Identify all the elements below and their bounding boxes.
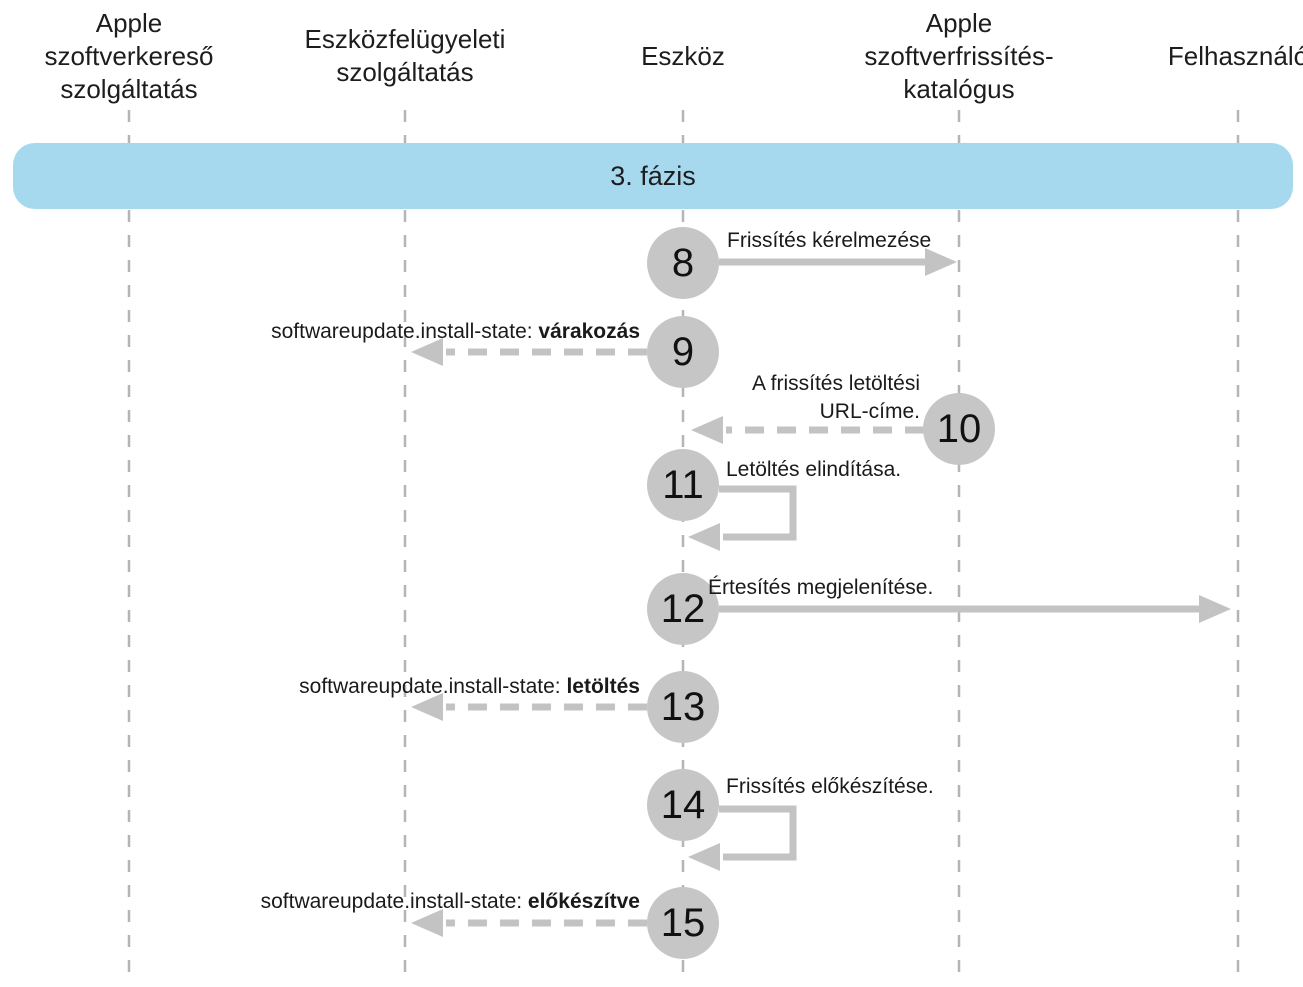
step-circle-8: 8 — [647, 227, 719, 299]
message-label-step9: softwareupdate.install-state: várakozás — [271, 319, 640, 345]
step-circle-11: 11 — [647, 449, 719, 521]
step-circle-12: 12 — [647, 573, 719, 645]
message-label-step9-prefix: softwareupdate.install-state: — [271, 320, 539, 343]
lane-header-user: Felhasználó — [1167, 40, 1303, 71]
arrow-step15-head-left-icon — [411, 909, 443, 937]
selfloop-step14-head-left-icon — [688, 843, 720, 871]
arrow-step10-head-left-icon — [691, 416, 723, 444]
message-label-step15: softwareupdate.install-state: előkészítv… — [261, 889, 640, 915]
selfloop-step11-line — [719, 485, 797, 541]
message-label-step13: softwareupdate.install-state: letöltés — [299, 674, 640, 700]
lane-header-device: Eszköz — [641, 40, 725, 71]
message-label-step11: Letöltés elindítása. — [726, 458, 902, 481]
message-label-step15-prefix: softwareupdate.install-state: — [260, 890, 528, 913]
arrow-step13-head-left-icon — [411, 693, 443, 721]
step-circle-15: 15 — [647, 887, 719, 959]
message-label-step12: Értesítés megjelenítése. — [708, 576, 934, 599]
message-label-step14: Frissítés előkészítése. — [726, 775, 934, 798]
arrow-step12-head-right-icon — [1199, 595, 1231, 623]
lane-header-apple-software-update-catalog: Apple szoftverfrissítés-katalógus — [864, 7, 1054, 104]
lane-header-apple-software-lookup-service: Apple szoftverkereső szolgáltatás — [44, 7, 214, 104]
arrow-step9-head-left-icon — [411, 338, 443, 366]
message-label-step13-state: letöltés — [566, 675, 640, 698]
step-circle-13: 13 — [647, 671, 719, 743]
lane-header-device-management-service: Eszközfelügyeleti szolgáltatás — [304, 24, 506, 87]
message-label-step9-state: várakozás — [538, 320, 640, 343]
selfloop-step11-head-left-icon — [688, 523, 720, 551]
phase-banner-label: 3. fázis — [610, 160, 696, 191]
step-circle-14: 14 — [647, 769, 719, 841]
arrow-step8-head-right-icon — [925, 248, 957, 276]
step-circle-10: 10 — [923, 393, 995, 465]
message-label-step13-prefix: softwareupdate.install-state: — [299, 675, 567, 698]
selfloop-step14-line — [719, 805, 797, 861]
message-label-step15-state: előkészítve — [527, 890, 640, 913]
phase-banner: 3. fázis — [13, 143, 1293, 209]
step-circle-9: 9 — [647, 316, 719, 388]
message-label-step10: A frissítés letöltési URL-címe. — [751, 372, 920, 423]
message-label-step8: Frissítés kérelmezése — [727, 229, 932, 252]
